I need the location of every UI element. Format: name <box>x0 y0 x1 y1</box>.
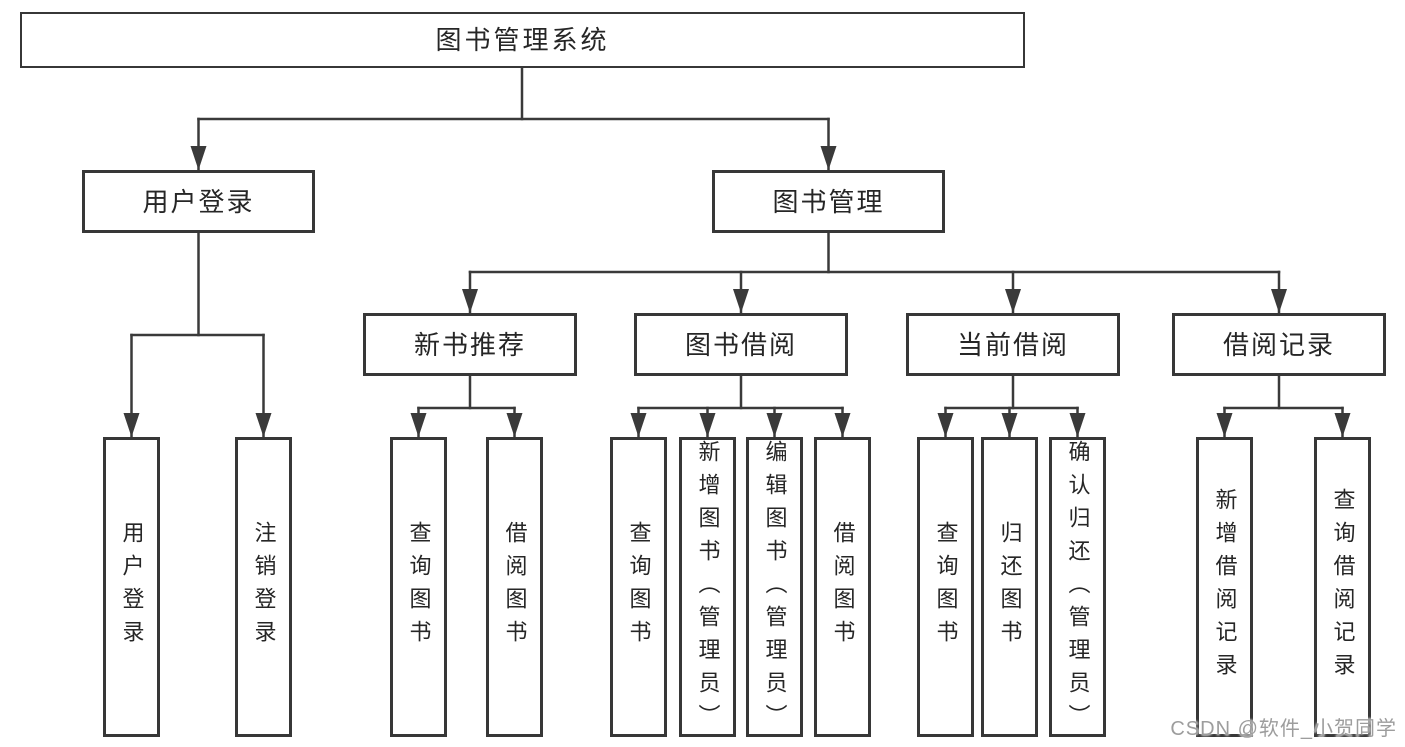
node-user-login: 用户登录 <box>82 170 315 233</box>
node-book-borrow: 图书借阅 <box>634 313 848 376</box>
leaf-add-books-admin: 新增图书（管理员） <box>679 437 736 737</box>
node-borrow-records: 借阅记录 <box>1172 313 1386 376</box>
leaf-edit-books-admin: 编辑图书（管理员） <box>746 437 803 737</box>
csdn-watermark: CSDN @软件_小贺同学 <box>1170 718 1397 740</box>
leaf-borrow-books: 借阅图书 <box>814 437 871 737</box>
node-current-borrow: 当前借阅 <box>906 313 1120 376</box>
leaf-user-login: 用户登录 <box>103 437 160 737</box>
node-library-system: 图书管理系统 <box>20 12 1025 68</box>
leaf-borrow-books-recommend: 借阅图书 <box>486 437 543 737</box>
node-book-management: 图书管理 <box>712 170 945 233</box>
leaf-query-books-current: 查询图书 <box>917 437 974 737</box>
leaf-confirm-return-admin: 确认归还（管理员） <box>1049 437 1106 737</box>
leaf-query-books-borrow: 查询图书 <box>610 437 667 737</box>
leaf-logout: 注销登录 <box>235 437 292 737</box>
node-new-book-recommend: 新书推荐 <box>363 313 577 376</box>
leaf-add-borrow-record: 新增借阅记录 <box>1196 437 1253 737</box>
leaf-return-books: 归还图书 <box>981 437 1038 737</box>
leaf-query-books-recommend: 查询图书 <box>390 437 447 737</box>
leaf-query-borrow-record: 查询借阅记录 <box>1314 437 1371 737</box>
